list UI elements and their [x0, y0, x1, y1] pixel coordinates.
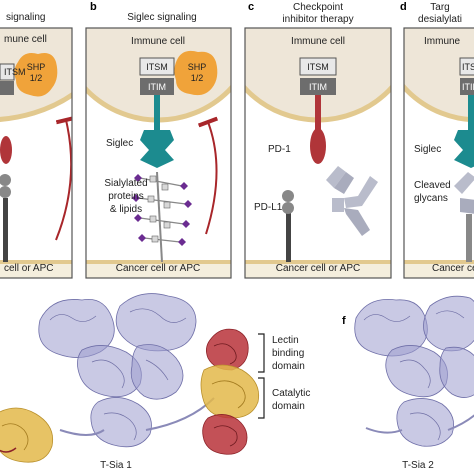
lectin-bracket	[258, 333, 265, 373]
lectin-label-line2: binding	[272, 348, 304, 359]
panel-d-title-line1: Targ	[430, 2, 449, 13]
cancer-cell-a	[0, 262, 72, 278]
catalytic-domain	[200, 364, 260, 419]
tsia2-caption: T-Sia 2	[402, 460, 434, 471]
shp-blob-b	[174, 50, 218, 96]
panel-d-itim: ITIM	[462, 82, 474, 92]
tsia2-structure	[354, 295, 474, 447]
panel-d-immune-label: Immune	[424, 36, 461, 47]
panel-a-title: signaling	[6, 12, 45, 23]
panel-c-title-line1: Checkpoint	[293, 2, 343, 13]
siglec-receptor-b	[140, 130, 174, 168]
panel-b-title: Siglec signaling	[127, 12, 197, 23]
panel-c-pdl1-label: PD-L1	[254, 202, 283, 213]
catalytic-label-line2: domain	[272, 401, 305, 412]
inhibition-arrow-b	[197, 116, 219, 235]
itim-box-c	[300, 78, 336, 95]
panel-d-itsm: ITSM	[462, 62, 474, 72]
shp-label-a-line2: 1/2	[30, 73, 43, 83]
panel-a-itsm: ITSM	[4, 67, 26, 77]
sialidase-left	[0, 407, 54, 463]
itsm-box-c	[299, 57, 337, 76]
tsia1-structure	[0, 293, 265, 463]
sialidase-right	[200, 328, 260, 455]
panel-b-itim: ITIM	[148, 82, 166, 92]
pd1-fragment-a	[0, 136, 12, 164]
panel-c-bottom-label: Cancer cell or APC	[276, 263, 360, 274]
panel-a-immune-label: mune cell	[4, 34, 47, 45]
lectin-label-line1: Lectin	[272, 335, 299, 346]
catalytic-bracket	[258, 377, 265, 419]
panel-b-itsm: ITSM	[146, 62, 168, 72]
panel-c: c Checkpoint inhibitor therapy	[244, 1, 392, 279]
panel-b-shp-line2: 1/2	[191, 73, 204, 83]
lectin-domain-bottom	[202, 414, 248, 455]
panel-c-pd1-label: PD-1	[268, 144, 291, 155]
immune-cell-d	[404, 28, 474, 123]
panel-d-letter: d	[400, 1, 407, 13]
panel-b-siglec-label: Siglec	[106, 138, 133, 149]
itim-box-d	[460, 78, 474, 95]
shp-blob-a	[14, 53, 58, 97]
pdl1-ligand-c	[282, 190, 294, 262]
itsm-box-b	[139, 57, 175, 76]
sialylated-glycan-tree-b	[132, 171, 192, 263]
itsm-box-d	[459, 57, 474, 76]
cancer-cell-d	[404, 262, 474, 278]
tsia1-caption: T-Sia 1	[100, 460, 132, 471]
panel-b-immune-label: Immune cell	[131, 36, 185, 47]
cancer-cell-c	[245, 262, 391, 278]
siglec-receptor-d	[454, 130, 474, 168]
catalytic-label-line1: Catalytic	[272, 388, 310, 399]
panel-f-letter: f	[342, 315, 346, 327]
panel-d-title-line2: desialylati	[418, 14, 462, 25]
panel-b-letter: b	[90, 1, 97, 13]
panel-b-bottom-label: Cancer cell or APC	[116, 263, 200, 274]
panel-b-ligand-line3: & lipids	[110, 204, 142, 215]
lectin-domain-top	[206, 328, 249, 371]
panel-d-siglec-label: Siglec	[414, 144, 441, 155]
panel-b: b Siglec signaling	[85, 1, 232, 279]
panel-d-bottom-label: Cancer ce	[432, 263, 474, 274]
panel-c-itim: ITIM	[309, 82, 327, 92]
panel-b-ligand-line2: proteins	[108, 191, 144, 202]
panel-d-ligand-line2: glycans	[414, 193, 448, 204]
itim-box-b	[140, 78, 174, 95]
lectin-label-line3: domain	[272, 361, 305, 372]
panel-a: signaling SHP 1/2 mune cell ITSM cell or…	[0, 12, 73, 279]
cleaved-glycan-antibody-d	[454, 172, 474, 262]
panel-c-itsm: ITSM	[307, 62, 329, 72]
panel-a-bottom-label: cell or APC	[4, 263, 53, 274]
panel-b-ligand-line1: Sialylated	[104, 178, 147, 189]
shp-label-a-line1: SHP	[27, 62, 46, 72]
panel-b-shp-line1: SHP	[188, 62, 207, 72]
panel-d-ligand-line1: Cleaved	[414, 180, 451, 191]
inhibition-arrow-a	[55, 115, 72, 241]
panel-d: d Targ desialylati Immune ITSM ITIM Sigl…	[400, 1, 474, 279]
antibody-c	[326, 166, 378, 236]
panel-c-letter: c	[248, 1, 254, 13]
pd1-receptor-c	[310, 128, 326, 164]
panel-c-title-line2: inhibitor therapy	[282, 14, 353, 25]
cancer-cell-b	[86, 262, 231, 278]
panel-c-immune-label: Immune cell	[291, 36, 345, 47]
